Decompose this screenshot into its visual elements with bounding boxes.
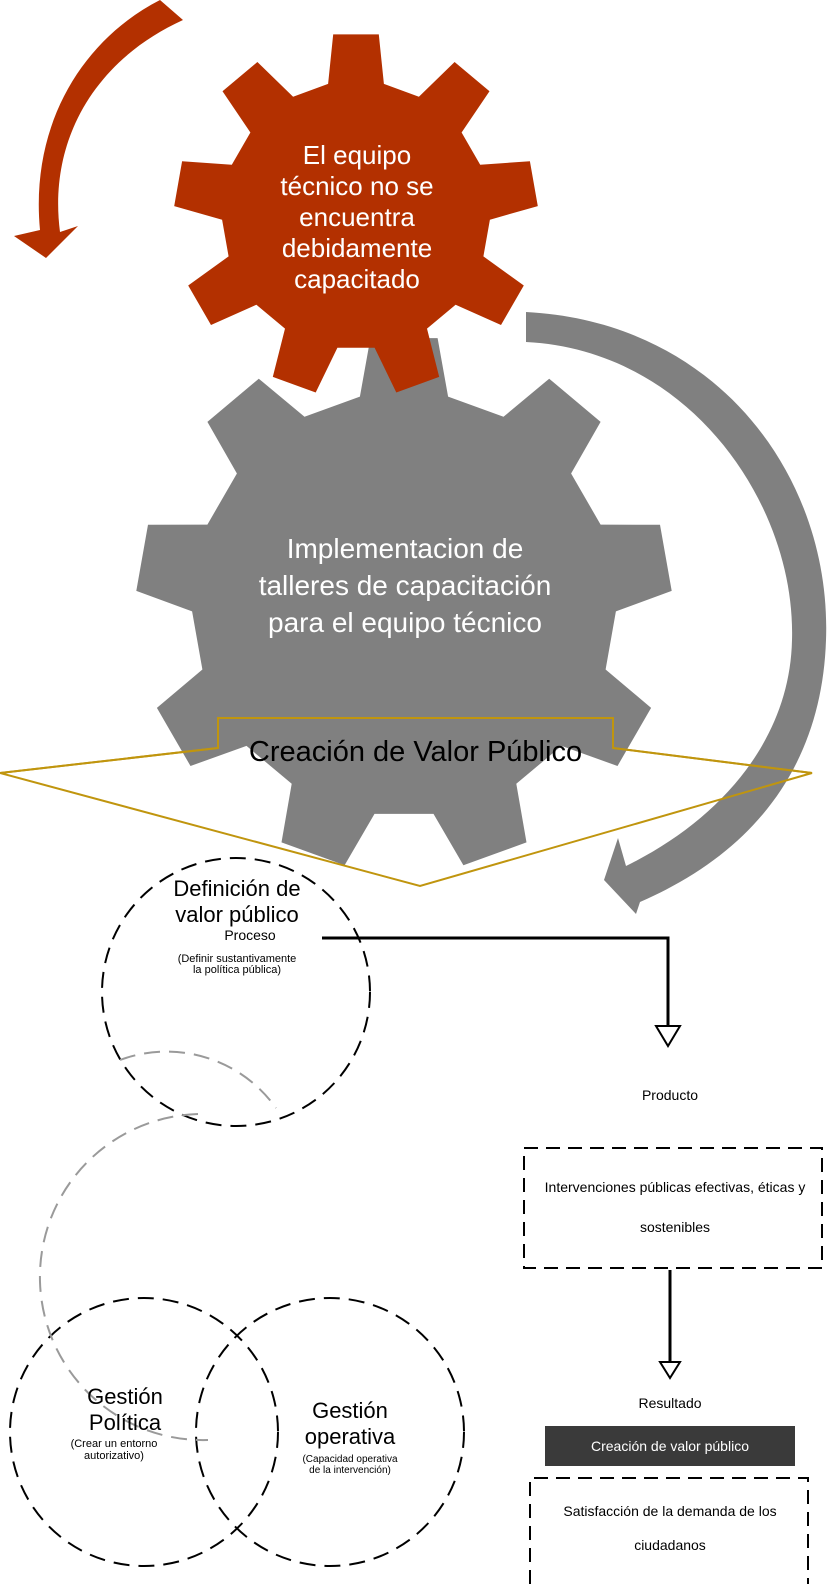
product-box-text: Intervenciones públicas efectivas, ética…	[544, 1179, 806, 1235]
process-connector	[322, 936, 670, 1026]
venn-left-sub: (Crear un entorno autorizativo)	[70, 1438, 158, 1462]
curved-arrow-right	[526, 312, 827, 914]
product-label: Producto	[641, 1087, 699, 1103]
venn-right-title: Gestión operativa	[304, 1398, 396, 1449]
gear-top-text: El equipo técnico no se encuentra debida…	[280, 140, 434, 294]
venn-left-title: Gestión Política	[87, 1384, 163, 1435]
venn-circle-right	[195, 1297, 465, 1567]
process-arrowhead	[654, 1025, 682, 1048]
venn-right-sub: (Capacidad operativa de la intervención)	[302, 1454, 398, 1476]
venn-circle-left	[9, 1297, 279, 1567]
gear-bottom	[136, 338, 672, 866]
process-label: Proceso	[224, 927, 276, 943]
curved-arrow-left	[14, 0, 183, 258]
banner-title: Creación de Valor Público	[248, 736, 583, 768]
banner-top-block	[217, 717, 614, 748]
gear-top	[174, 34, 538, 393]
venn-circle-top	[101, 857, 371, 1127]
venn-top-title: Definición de valor público	[173, 876, 301, 927]
result-label: Resultado	[638, 1395, 702, 1411]
gear-bottom-text: Implementacion de talleres de capacitaci…	[258, 533, 552, 638]
banner-notch	[0, 747, 813, 774]
result-dark-box-text: Creación de valor público	[591, 1438, 749, 1454]
result-dark-box	[545, 1426, 795, 1466]
venn-overlap-arcs	[38, 1050, 277, 1442]
product-box-border	[523, 1147, 823, 1269]
venn-top-sub: (Definir sustantivamente la política púb…	[177, 953, 297, 976]
result-arrowhead	[658, 1361, 682, 1380]
satisfaction-box-text: Satisfacción de la demanda de los ciudad…	[563, 1503, 777, 1553]
satisfaction-box-border	[529, 1477, 809, 1584]
